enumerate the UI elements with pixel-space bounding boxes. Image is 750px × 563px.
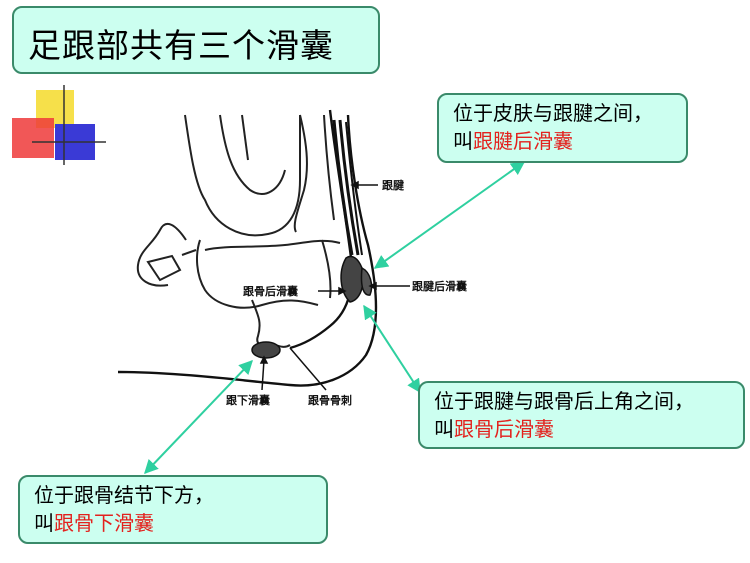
callout-sub-prefix: 叫 xyxy=(34,511,54,535)
retrocalcaneal-bursa-shape xyxy=(340,255,364,303)
arrow-sub-bursa xyxy=(144,359,253,475)
callout-retro-line1: 位于跟腱与跟骨后上角之间， xyxy=(434,389,694,413)
retro-bursa-label: 跟骨后滑囊 xyxy=(243,284,299,298)
spur-label: 跟骨骨刺 xyxy=(308,393,352,407)
achilles-tendon xyxy=(332,119,363,256)
sub-bursa-label: 跟下滑囊 xyxy=(226,393,271,407)
achilles-bursa-shape xyxy=(360,266,373,296)
callout-sub-term: 跟骨下滑囊 xyxy=(54,511,154,535)
arrow-retro-bursa xyxy=(363,304,421,394)
achilles-bursa-label: 跟腱后滑囊 xyxy=(412,279,468,293)
callout-achilles-prefix: 叫 xyxy=(453,129,473,153)
arrow-achilles-bursa xyxy=(373,161,526,269)
callout-achilles-line1: 位于皮肤与跟腱之间， xyxy=(453,101,653,125)
callout-retro-prefix: 叫 xyxy=(434,417,454,441)
callout-subcalcaneal-bursa: 位于跟骨结节下方， 叫跟骨下滑囊 xyxy=(18,475,328,544)
callout-achilles-bursa: 位于皮肤与跟腱之间， 叫跟腱后滑囊 xyxy=(437,93,688,163)
callout-sub-line2: 叫跟骨下滑囊 xyxy=(34,509,214,537)
callout-retrocalcaneal-bursa: 位于跟腱与跟骨后上角之间， 叫跟骨后滑囊 xyxy=(418,381,745,449)
callout-achilles-line2: 叫跟腱后滑囊 xyxy=(453,127,653,155)
label-pointers xyxy=(259,180,410,391)
decorative-logo-icon xyxy=(12,85,106,165)
callout-retro-term: 跟骨后滑囊 xyxy=(454,417,554,441)
title-box: 足跟部共有三个滑囊 xyxy=(12,6,380,74)
callout-sub-line1: 位于跟骨结节下方， xyxy=(34,483,214,507)
callout-retro-line2: 叫跟骨后滑囊 xyxy=(434,415,694,443)
foot-bones-outline xyxy=(136,114,341,348)
page-title: 足跟部共有三个滑囊 xyxy=(28,26,334,65)
callout-achilles-term: 跟腱后滑囊 xyxy=(473,129,573,153)
callout-arrows xyxy=(144,161,526,475)
tendon-label: 跟腱 xyxy=(382,178,405,192)
subcalcaneal-bursa-shape xyxy=(251,341,281,359)
